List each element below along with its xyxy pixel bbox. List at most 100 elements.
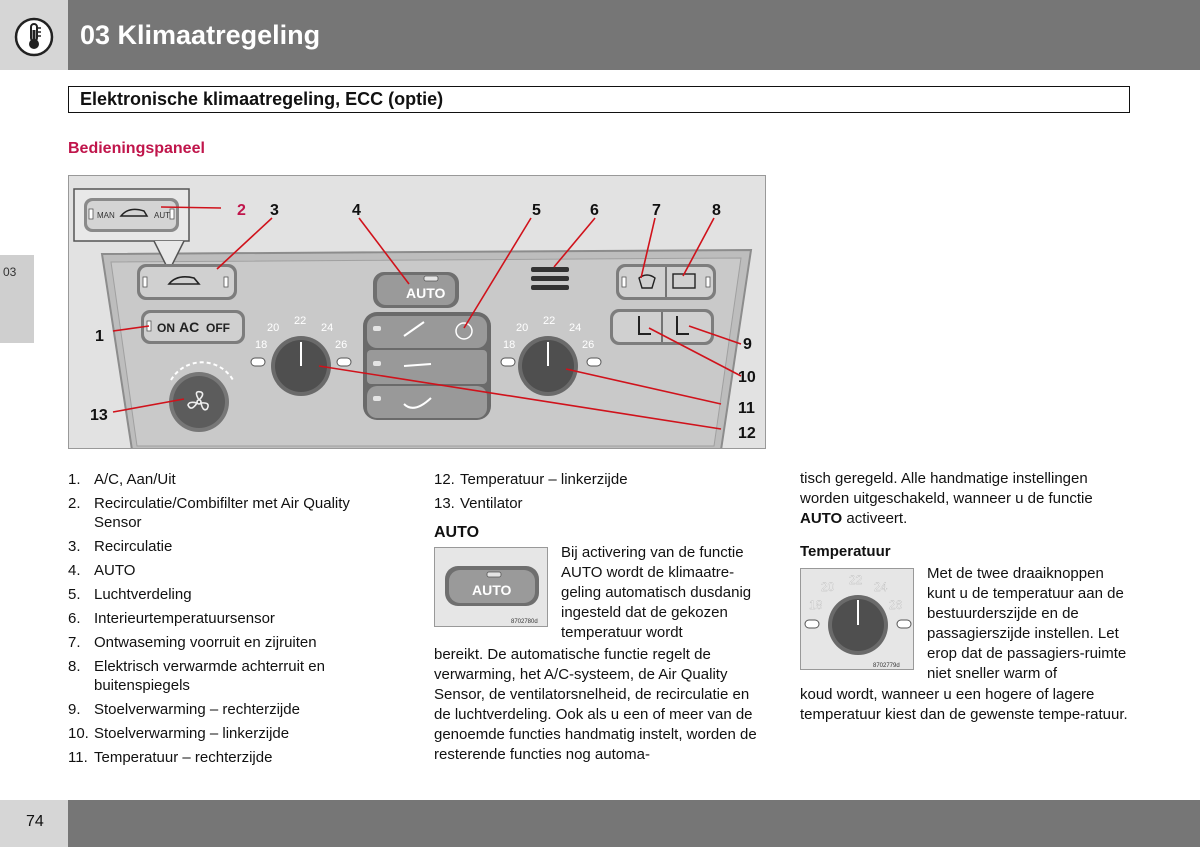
callout-5: 5 — [532, 202, 541, 219]
temp-right-20: 20 — [516, 322, 528, 334]
footer-bar — [68, 800, 1200, 847]
thermometer-icon — [14, 17, 54, 57]
section-title-box — [68, 86, 1130, 113]
legend-item: 1. A/C, Aan/Uit — [68, 470, 398, 489]
legend-num: 3. — [68, 538, 81, 555]
temp-img-22: 22 — [849, 573, 863, 587]
temperature-paragraph-1: Met de twee draaiknoppen kunt u de tempe… — [927, 565, 1127, 682]
legend-item: 10.Stoelverwarming – linkerzijde — [68, 724, 398, 743]
legend-text: Interieurtemperatuursensor — [94, 610, 275, 627]
legend-item: 7. Ontwaseming voorruit en zijruiten — [68, 633, 398, 652]
legend-text: Temperatuur – rechterzijde — [94, 749, 273, 766]
callout-4: 4 — [352, 202, 361, 219]
legend-num: 6. — [68, 610, 81, 627]
legend-text: Elektrisch verwarmde achterruit en buite… — [94, 658, 325, 694]
callout-1: 1 — [95, 328, 104, 345]
legend-item: 2.Recirculatie/Combifilter met Air Quali… — [68, 494, 398, 532]
temp-image-code: 8702779d — [873, 663, 900, 669]
temperature-heading: Temperatuur — [800, 543, 891, 560]
legend-text: Ventilator — [460, 495, 523, 512]
legend-num: 8. — [68, 658, 81, 675]
legend-text: A/C, Aan/Uit — [94, 471, 176, 488]
auto-paragraph-1: Bij activering van de functie AUTO wordt… — [561, 544, 752, 641]
legend-item: 11. Temperatuur – rechterzijde — [68, 748, 398, 767]
temp-img-26: 26 — [889, 598, 903, 612]
control-panel-illustration: MAN AUT ON AC OFF 20 22 24 18 26 AUTO — [69, 176, 765, 448]
legend-num: 10. — [68, 725, 89, 742]
temperature-knob-illustration: 20 22 24 18 26 8702779d — [800, 568, 914, 670]
fan-icon — [187, 390, 209, 411]
auto-label: AUTO — [406, 285, 446, 301]
seat-heat-left-icon — [638, 316, 651, 335]
auto-button-illustration: AUTO 8702780d — [434, 547, 548, 627]
seat-heat-right-icon — [676, 316, 689, 335]
auto-heading: AUTO — [434, 524, 480, 541]
callout-9: 9 — [743, 336, 752, 353]
control-panel-figure: MAN AUT ON AC OFF 20 22 24 18 26 AUTO — [68, 175, 766, 449]
auto-button-drawing: AUTO 8702780d — [435, 548, 547, 626]
callout-3: 3 — [270, 202, 279, 219]
legend-text: Recirculatie/Combifilter met Air Quality… — [94, 495, 350, 531]
callout-6: 6 — [590, 202, 599, 219]
legend-item: 4. AUTO — [68, 561, 398, 580]
callout-13: 13 — [90, 407, 108, 424]
legend-num: 12. — [434, 471, 455, 488]
section-title: Elektronische klimaatregeling, ECC (opti… — [80, 89, 444, 109]
legend-text: AUTO — [94, 562, 136, 579]
legend-item: 5. Luchtverdeling — [68, 585, 398, 604]
auto-continued-text: tisch geregeld. Alle handmatige instelli… — [800, 470, 1093, 507]
chapter-title: 03 Klimaatregeling — [80, 20, 321, 50]
temp-img-18: 18 — [809, 598, 823, 612]
temp-right-22: 22 — [543, 315, 555, 327]
auto-image-label: AUTO — [472, 582, 512, 598]
legend-list-2: 12. Temperatuur – linkerzijde 13. Ventilat… — [434, 470, 764, 518]
callout-8: 8 — [712, 202, 721, 219]
on-label: ON — [157, 321, 175, 335]
man-label: MAN — [97, 211, 115, 220]
legend-text: Stoelverwarming – rechterzijde — [94, 701, 300, 718]
page-number: 74 — [26, 813, 44, 830]
legend-text: Luchtverdeling — [94, 586, 192, 603]
subsection-title: Bedieningspaneel — [68, 140, 205, 157]
legend-item: 8. Elektrisch verwarmde achterruit en bui… — [68, 657, 398, 695]
temp-right-18: 18 — [503, 339, 515, 351]
legend-text: Temperatuur – linkerzijde — [460, 471, 628, 488]
temp-left-26: 26 — [335, 339, 347, 351]
callout-2: 2 — [237, 202, 246, 219]
temp-left-18: 18 — [255, 339, 267, 351]
auto-image-code: 8702780d — [511, 619, 538, 625]
footer-page-box — [0, 800, 68, 847]
legend-num: 13. — [434, 495, 455, 512]
legend-item: 3. Recirculatie — [68, 537, 398, 556]
legend-text: Ontwaseming voorruit en zijruiten — [94, 634, 317, 651]
legend-list-1: 1. A/C, Aan/Uit 2.Recirculatie/Combifilte… — [68, 470, 398, 772]
legend-num: 5. — [68, 586, 81, 603]
temp-left-22: 22 — [294, 315, 306, 327]
temp-left-24: 24 — [321, 322, 333, 334]
auto-continued-end: activeert. — [842, 510, 908, 527]
temp-right-24: 24 — [569, 322, 581, 334]
legend-num: 4. — [68, 562, 81, 579]
legend-item: 6. Interieurtemperatuursensor — [68, 609, 398, 628]
ac-label: AC — [179, 319, 199, 335]
legend-text: Recirculatie — [94, 538, 173, 555]
legend-item: 13. Ventilator — [434, 494, 764, 513]
chapter-header-bar — [0, 0, 1200, 70]
legend-item: 9.Stoelverwarming – rechterzijde — [68, 700, 398, 719]
callout-11: 11 — [738, 400, 755, 417]
auto-continued-bold: AUTO — [800, 510, 843, 527]
legend-num: 1. — [68, 471, 81, 488]
temp-right-26: 26 — [582, 339, 594, 351]
chapter-side-tab-label: 03 — [3, 265, 17, 279]
aut-label: AUT — [154, 211, 170, 220]
temperature-paragraph-2: koud wordt, wanneer u een hogere of lage… — [800, 686, 1128, 723]
temp-img-24: 24 — [874, 580, 888, 594]
temperature-knob-drawing: 20 22 24 18 26 8702779d — [801, 569, 913, 669]
temp-left-20: 20 — [267, 322, 279, 334]
off-label: OFF — [206, 321, 230, 335]
legend-num: 11. — [68, 749, 88, 766]
legend-num: 7. — [68, 634, 81, 651]
legend-item: 12. Temperatuur – linkerzijde — [434, 470, 764, 489]
chapter-icon-box — [0, 0, 68, 70]
auto-paragraph-2: bereikt. De automatische functie regelt … — [434, 646, 757, 763]
